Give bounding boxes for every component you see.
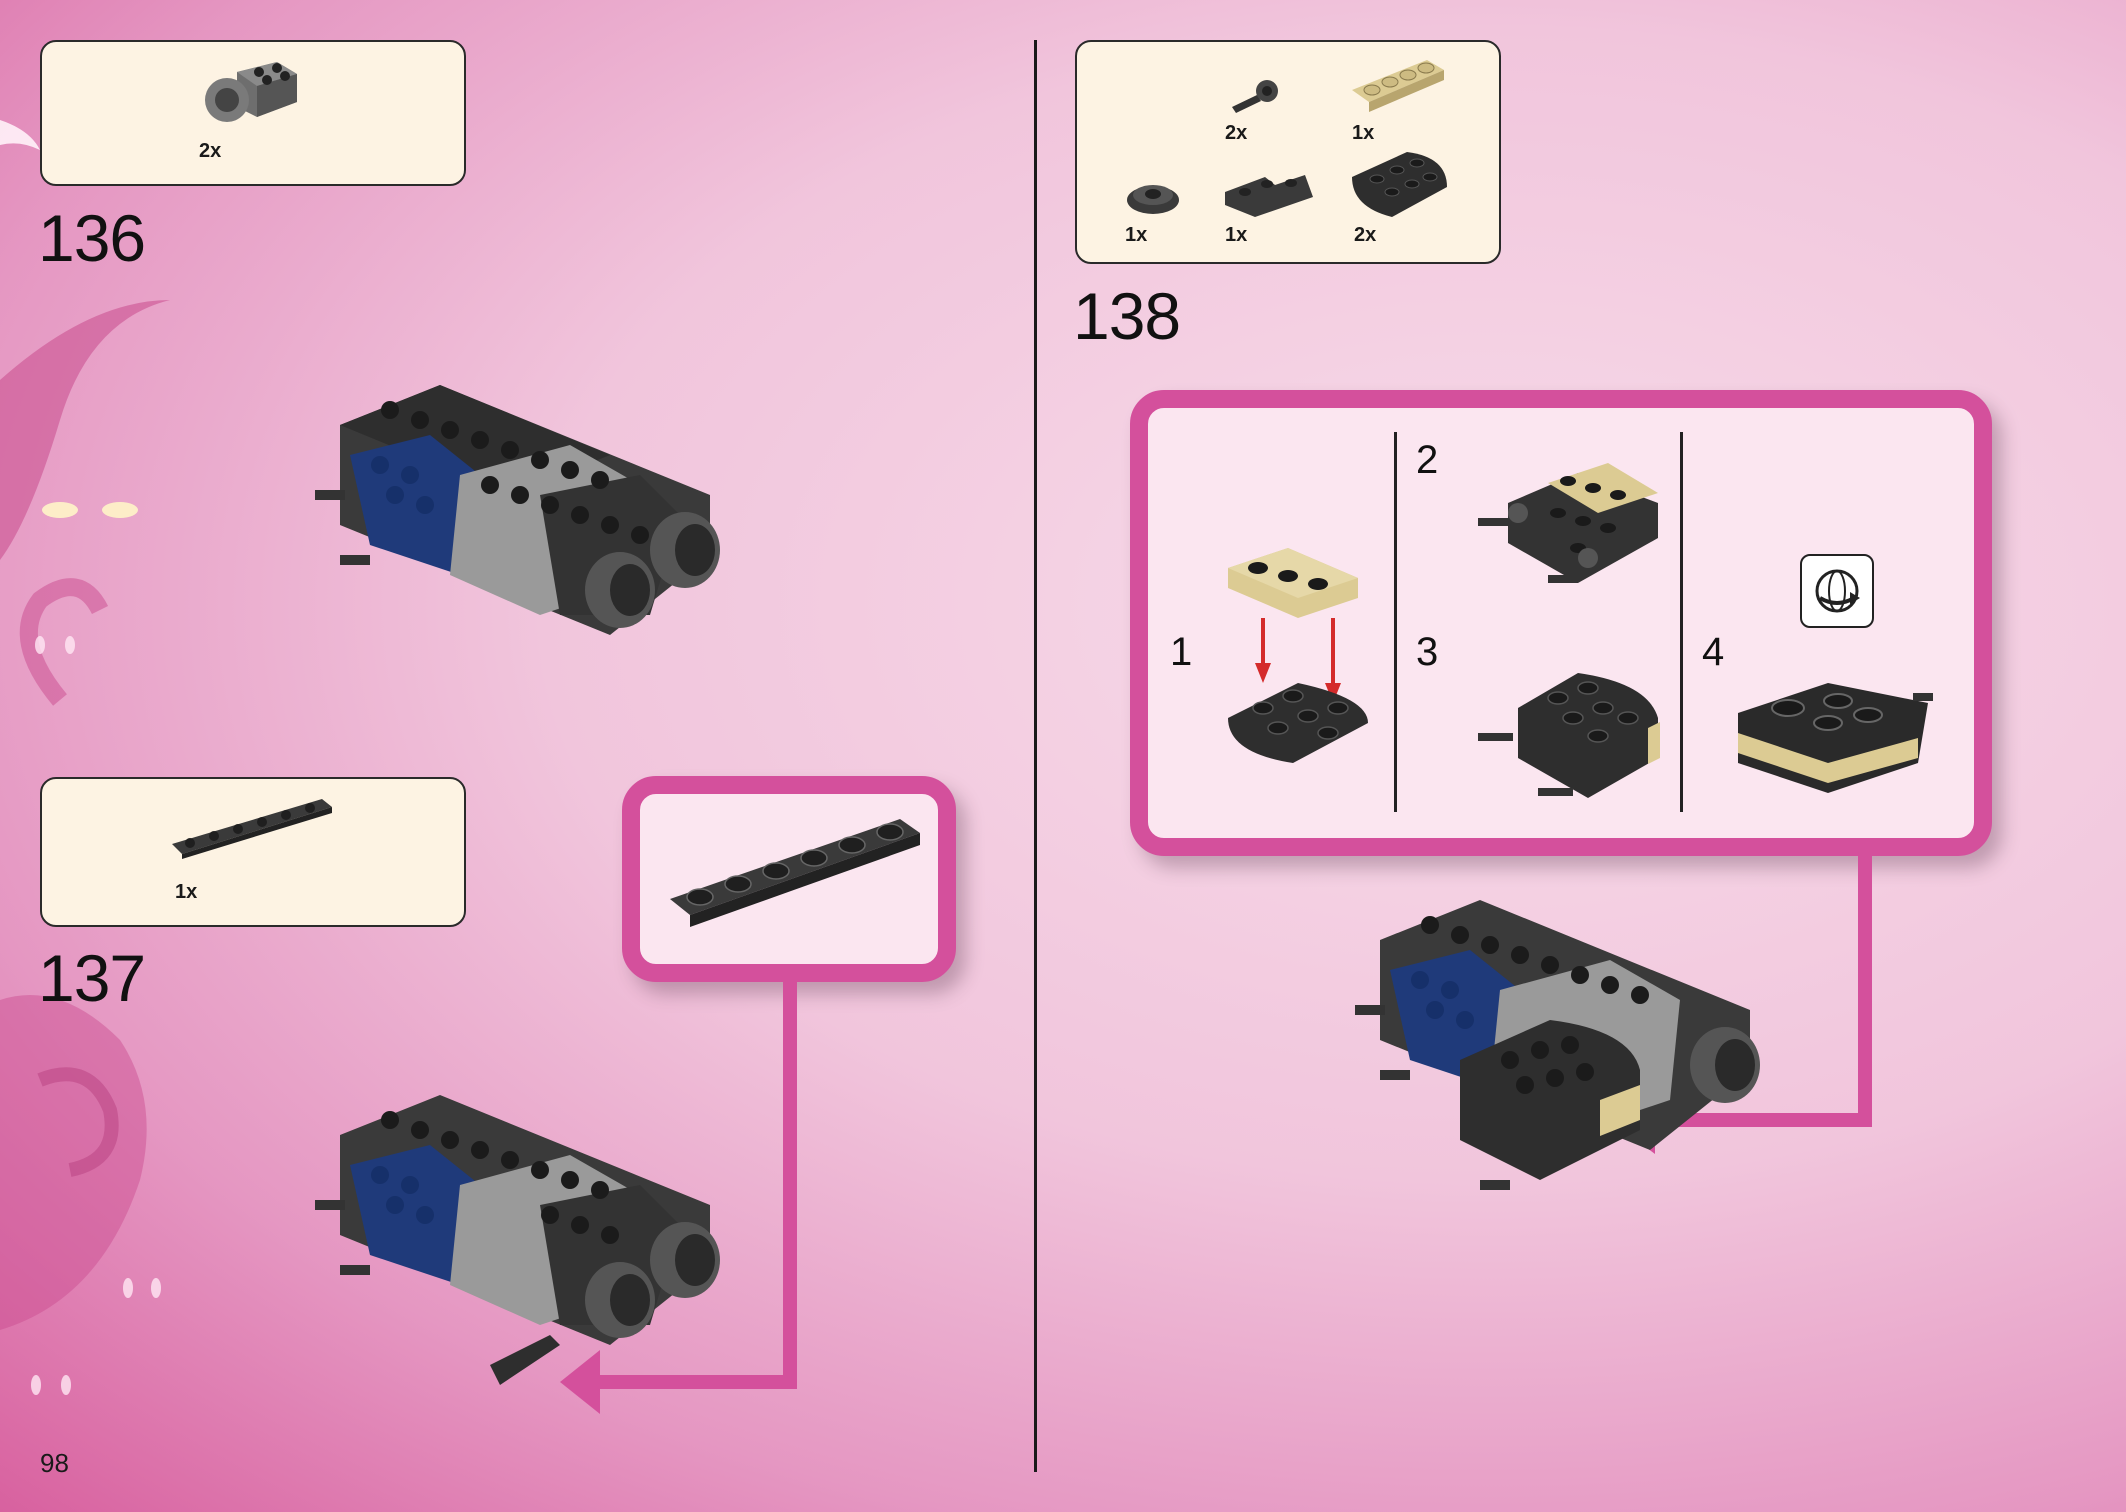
step-number-138: 138: [1073, 279, 1181, 353]
callout-137: [622, 776, 956, 982]
substep-number-3: 3: [1416, 630, 1439, 674]
part-qty: 2x: [199, 140, 222, 162]
round-corner-plate-icon: [1352, 152, 1447, 217]
substep-divider: [1394, 432, 1397, 812]
step-number-136: 136: [38, 201, 146, 275]
decorative-swirl-icon: [0, 120, 170, 1395]
page-number: 98: [40, 1448, 69, 1478]
corner-plate-icon: [1225, 175, 1313, 217]
parts-box-137: 1x: [40, 777, 466, 927]
substep-3-illustration: [1478, 673, 1660, 798]
plate-1x6-icon: [670, 819, 920, 927]
substep-2-illustration: [1478, 463, 1658, 583]
substep-1-illustration: [1228, 548, 1368, 763]
step-number-137: 137: [38, 941, 146, 1015]
substep-number-4: 4: [1702, 630, 1725, 674]
part-qty: 1x: [175, 881, 198, 903]
part-qty: 2x: [1225, 122, 1248, 144]
part-qty: 2x: [1354, 224, 1377, 246]
parts-box-138: 2x 1x 1x 1x 2x: [1075, 40, 1501, 264]
clip-plate-icon: [1232, 80, 1278, 113]
jumper-plate-icon: [1127, 185, 1179, 214]
part-qty: 1x: [1352, 122, 1375, 144]
substep-number-2: 2: [1416, 438, 1439, 482]
tan-plate-1x4-icon: [1352, 60, 1444, 112]
model-illustration-138: [1355, 900, 1760, 1190]
substep-4-illustration: [1738, 683, 1933, 793]
page-divider: [1034, 40, 1037, 1472]
callout-138: 1 2 3 4: [1130, 390, 1992, 856]
callout-connector-137: [560, 980, 797, 1414]
parts-box-136: 2x: [40, 40, 466, 186]
part-qty: 1x: [1225, 224, 1248, 246]
rotate-model-icon: [1800, 554, 1874, 628]
technic-brick-with-axle-hole-icon: [205, 62, 297, 122]
plate-1x6-icon: [172, 799, 332, 859]
part-qty: 1x: [1125, 224, 1148, 246]
model-illustration-137: [315, 1095, 720, 1385]
substep-divider: [1680, 432, 1683, 812]
model-illustration-136: [315, 385, 720, 635]
substep-number-1: 1: [1170, 630, 1193, 674]
